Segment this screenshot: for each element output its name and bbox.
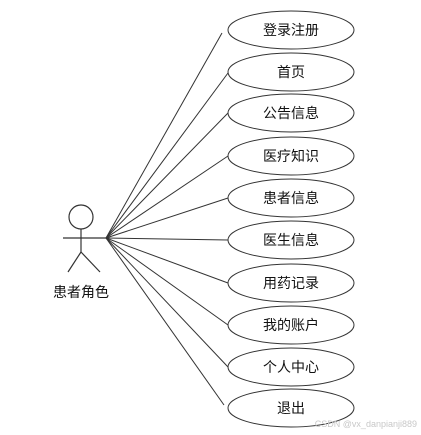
use-case-announcements[interactable]: 公告信息: [227, 93, 355, 133]
use-case-doctor-info[interactable]: 医生信息: [227, 220, 355, 260]
use-case-label: 公告信息: [263, 105, 319, 122]
use-case-my-account[interactable]: 我的账户: [227, 305, 355, 345]
association-line: [105, 237, 229, 284]
association-line: [105, 237, 229, 368]
use-case-list: 登录注册 首页 公告信息 医疗知识 患者信息 医生信息 用药记录 我的账户: [227, 10, 355, 428]
use-case-label: 我的账户: [263, 317, 319, 334]
use-case-label: 患者信息: [263, 190, 319, 207]
association-line: [105, 112, 229, 239]
use-case-personal-center[interactable]: 个人中心: [227, 347, 355, 387]
use-case-medication-records[interactable]: 用药记录: [227, 263, 355, 303]
use-case-label: 医疗知识: [263, 148, 319, 165]
use-case-medical-knowledge[interactable]: 医疗知识: [227, 136, 355, 176]
watermark: CSDN @vx_danpianji889: [315, 419, 417, 429]
association-line: [105, 237, 229, 241]
association-line: [105, 72, 229, 239]
use-case-patient-info[interactable]: 患者信息: [227, 178, 355, 218]
actor-label: 患者角色: [53, 284, 109, 301]
association-line: [105, 237, 225, 406]
use-case-label: 个人中心: [263, 360, 319, 376]
association-line: [105, 32, 223, 239]
actor-left-leg: [67, 251, 82, 273]
association-line: [105, 197, 229, 239]
use-case-login-register[interactable]: 登录注册: [227, 10, 355, 50]
association-line: [105, 237, 229, 326]
actor-head: [68, 204, 94, 230]
use-case-label: 医生信息: [263, 232, 319, 249]
use-case-home[interactable]: 首页: [227, 52, 355, 92]
use-case-label: 退出: [277, 401, 305, 417]
use-case-label: 首页: [277, 65, 305, 81]
use-case-label: 登录注册: [263, 23, 319, 39]
use-case-label: 用药记录: [263, 276, 319, 292]
association-line: [105, 155, 229, 239]
actor-right-leg: [80, 251, 101, 273]
actor-figure: [63, 204, 106, 273]
use-case-logout[interactable]: 退出: [227, 388, 355, 428]
association-lines: [105, 32, 229, 406]
